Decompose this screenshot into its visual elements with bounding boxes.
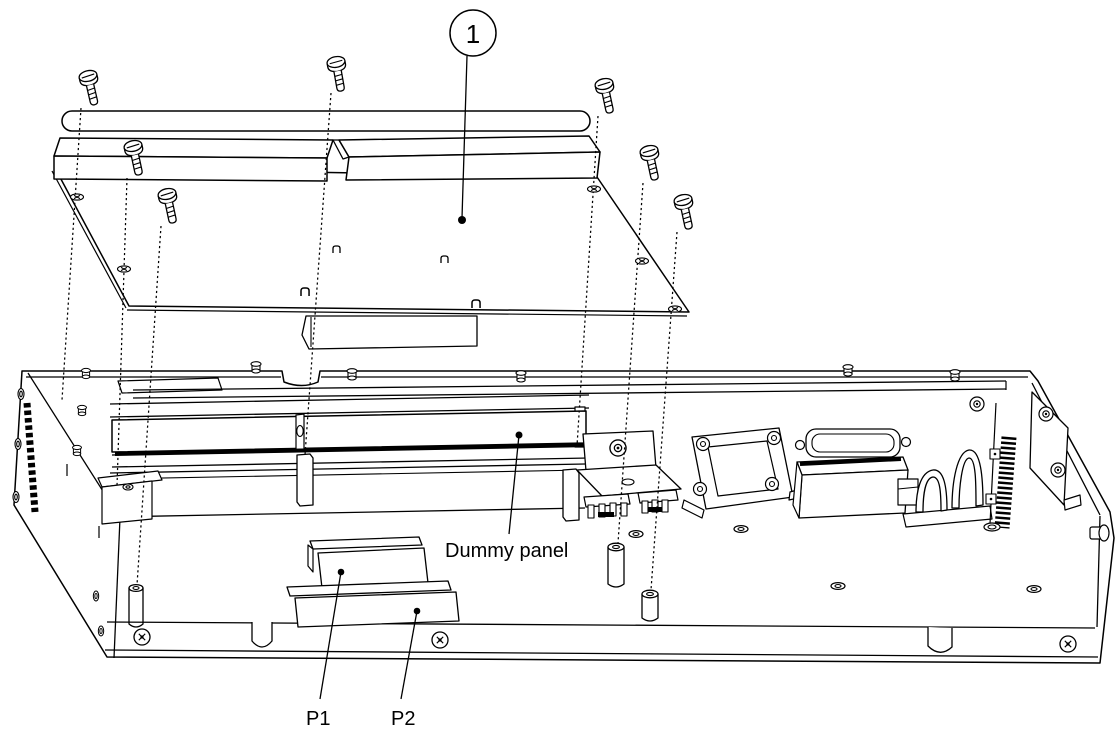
chassis-right-wall (983, 382, 1110, 628)
screw-insertion-lines (61, 92, 678, 591)
front-screw (1059, 635, 1077, 653)
front-screw (431, 631, 449, 649)
pcb-board (51, 167, 690, 317)
floor-washer (733, 524, 749, 534)
dsub-connector (794, 428, 912, 458)
p1-label: P1 (306, 708, 330, 730)
p2-label: P2 (391, 708, 415, 730)
module-box (792, 456, 909, 519)
card-guide-post-left (296, 453, 314, 507)
front-rail (97, 453, 586, 525)
screw-1 (77, 68, 105, 108)
callout-1: 1 (449, 9, 497, 57)
card-guide-post-right (562, 468, 580, 522)
chassis (12, 360, 1115, 664)
screw-4 (325, 54, 351, 94)
cable-clamps (897, 449, 993, 528)
corner-bracket (97, 470, 163, 488)
p2-connector (286, 580, 460, 628)
connector-block (576, 430, 682, 539)
floor-washer (1026, 584, 1042, 594)
spacer-bar-right (332, 135, 601, 181)
vent-slots-right (994, 436, 1017, 529)
standoff-front-left (128, 583, 144, 628)
floor-washer (830, 581, 846, 591)
p2-leader (400, 607, 421, 700)
front-notch-left (251, 622, 273, 648)
spacer-bar-left (53, 137, 334, 182)
screw-6 (638, 143, 665, 183)
p1-connector (307, 536, 429, 589)
mounting-rod (61, 110, 591, 132)
standoff-center-1 (607, 542, 625, 588)
front-notch-right (927, 627, 953, 653)
callout-number: 1 (466, 19, 480, 49)
vent-slots-left (23, 402, 39, 513)
transformer (681, 427, 809, 519)
dummy-panel (111, 410, 593, 468)
dummy-panel-label: Dummy panel (445, 540, 568, 562)
standoff-center-2 (641, 589, 659, 622)
chassis-foot-knob (1089, 524, 1110, 542)
screw-5 (593, 76, 620, 116)
board-edge-connector (301, 315, 478, 350)
callout-leader (458, 55, 468, 224)
dummy-panel-leader (508, 431, 523, 535)
front-screw (133, 628, 151, 646)
rear-ledge (117, 360, 1007, 412)
screw-7 (672, 192, 699, 232)
p1-leader (319, 568, 345, 700)
